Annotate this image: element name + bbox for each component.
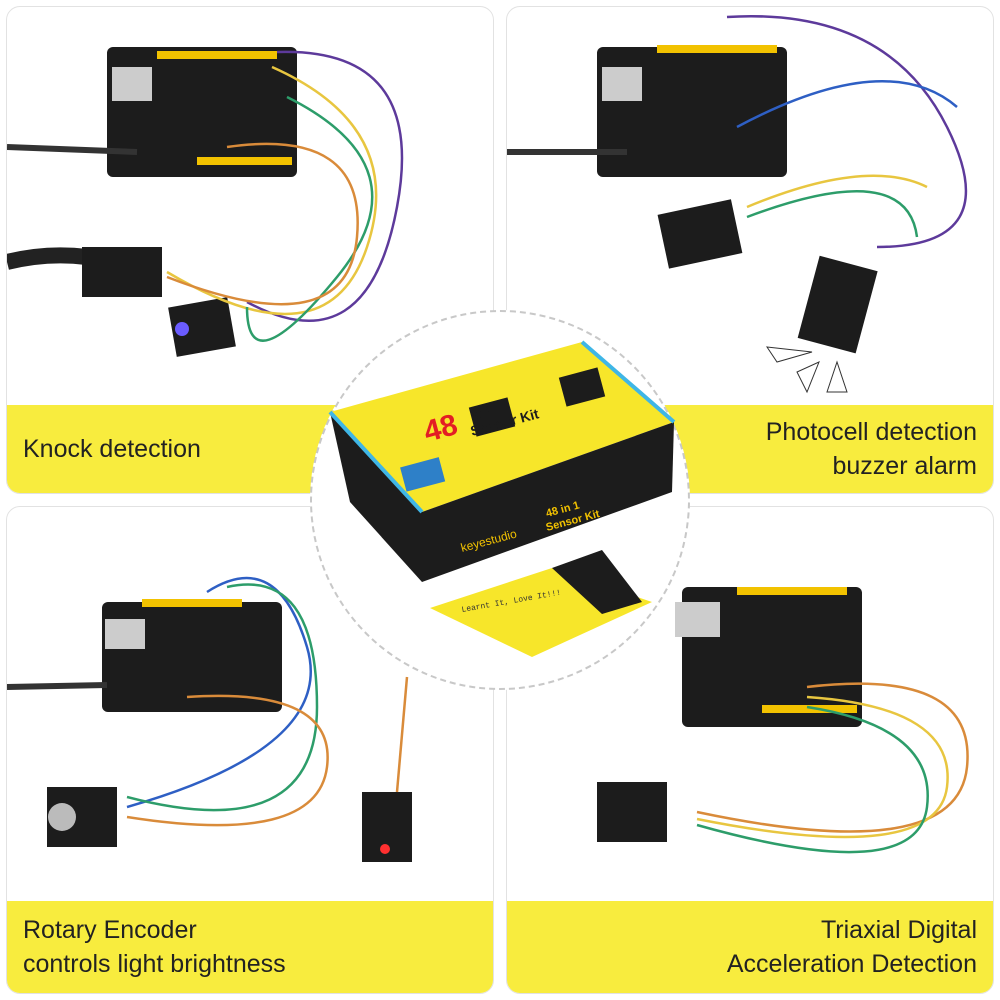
caption-line: Acceleration Detection xyxy=(726,950,977,978)
caption-line: controls light brightness xyxy=(23,950,286,978)
sensor-kit-box-illustration: 48 in 1 Sensor Kit keyestudio 48 in 1 Se… xyxy=(328,340,676,657)
caption-line: Rotary Encoder xyxy=(23,916,197,944)
caption-line: Photocell detection xyxy=(765,418,977,446)
caption-line: Triaxial Digital xyxy=(820,916,977,944)
accelerometer-illustration xyxy=(597,587,969,854)
product-circle: 48 in 1 Sensor Kit keyestudio 48 in 1 Se… xyxy=(310,310,690,690)
caption-line: Knock detection xyxy=(23,435,201,463)
box-title-line1: in 1 xyxy=(469,403,495,423)
caption: Rotary Encoder controls light brightness xyxy=(7,901,493,993)
caption: Triaxial Digital Acceleration Detection xyxy=(507,901,993,993)
rotary-encoder-illustration xyxy=(7,576,412,862)
caption-line: buzzer alarm xyxy=(832,452,978,480)
knock-sensor-illustration xyxy=(7,47,404,357)
photocell-buzzer-illustration xyxy=(507,15,968,394)
